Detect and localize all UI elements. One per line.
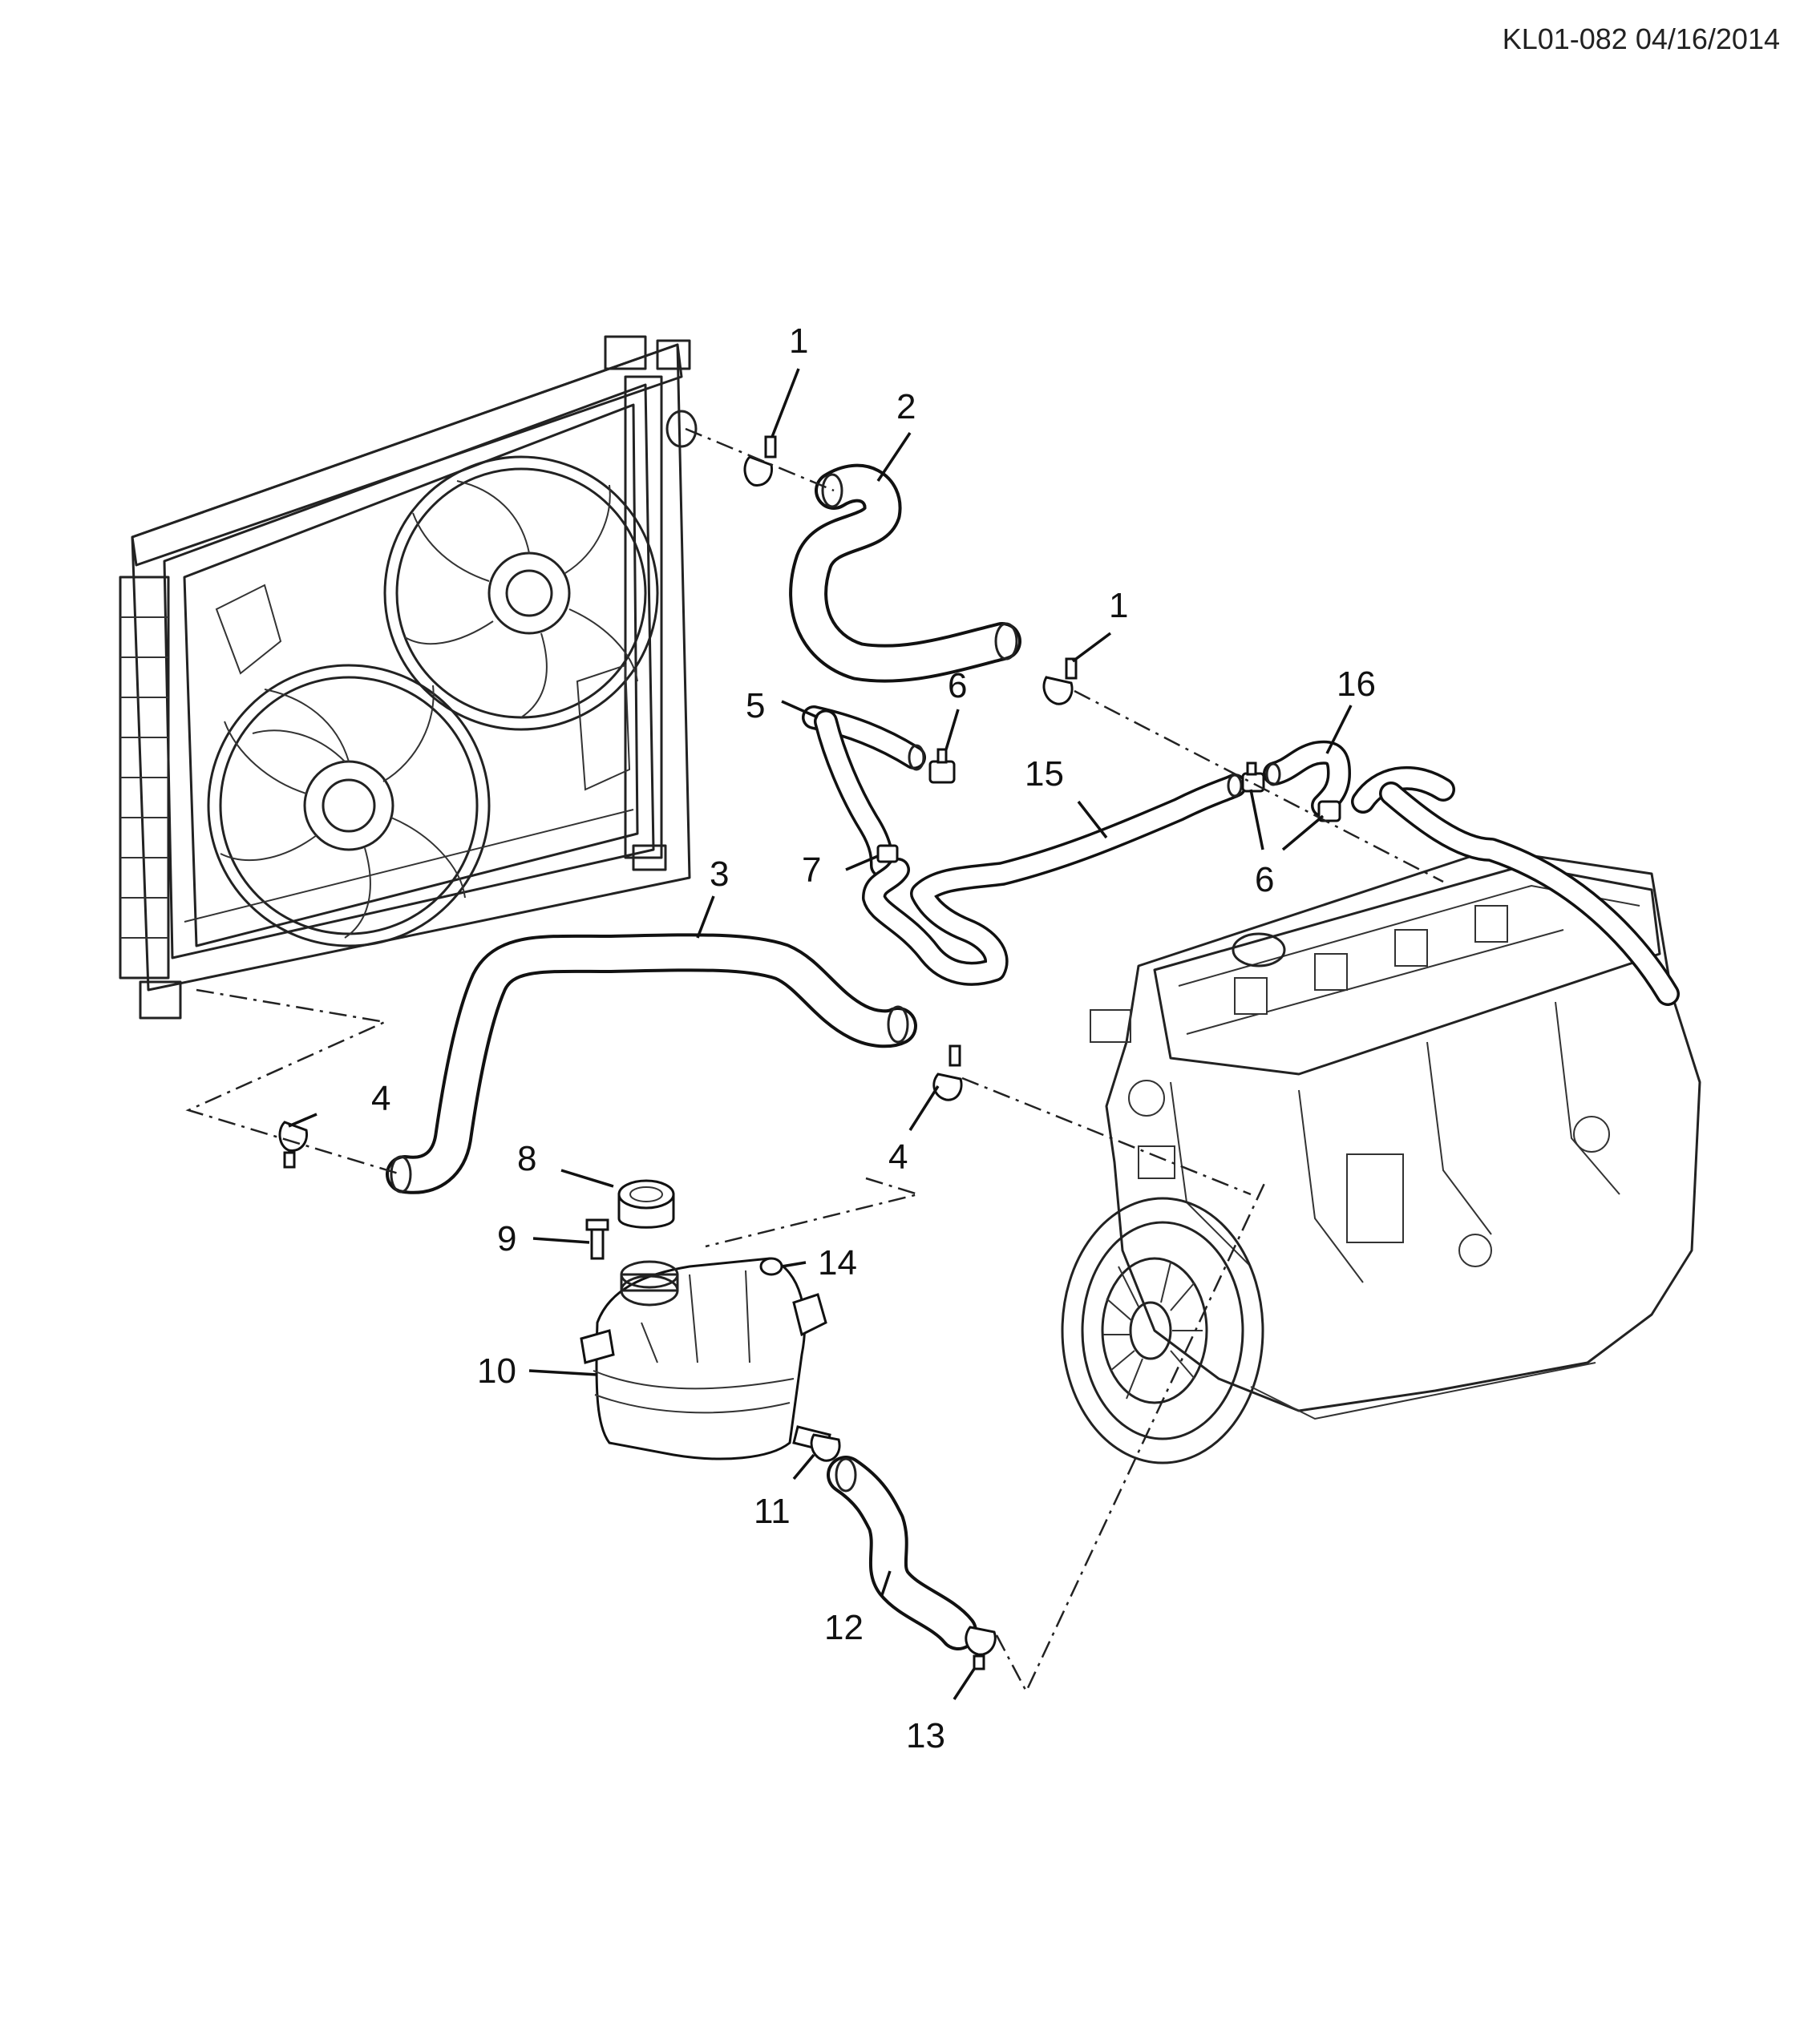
callout-15: 15	[1025, 754, 1064, 794]
hose-clamps	[278, 435, 1341, 1670]
callout-6-left: 6	[948, 666, 967, 705]
callout-11: 11	[754, 1492, 791, 1531]
heater-hose-5	[802, 705, 926, 878]
engine-assembly	[1061, 765, 1701, 1464]
connection-lines	[185, 427, 1444, 1694]
hose-15	[862, 774, 1247, 986]
callout-12: 12	[824, 1608, 864, 1647]
radiator-fan-assembly	[119, 335, 698, 1020]
surge-tank-cap	[617, 1179, 675, 1229]
callout-1-lower: 1	[1109, 586, 1128, 625]
lower-radiator-hose	[386, 933, 917, 1194]
callout-13: 13	[906, 1716, 945, 1755]
hose-16	[1263, 740, 1351, 818]
callout-10: 10	[477, 1351, 516, 1391]
diagram-code: KL01-082 04/16/2014	[1502, 22, 1780, 55]
callout-2: 2	[896, 387, 916, 426]
callout-4-right: 4	[888, 1137, 908, 1177]
bolt-9	[585, 1218, 609, 1260]
upper-radiator-hose	[789, 463, 1021, 683]
callout-leaders	[288, 368, 1353, 1700]
callout-9: 9	[497, 1219, 516, 1258]
callout-6-right: 6	[1255, 860, 1274, 899]
callout-5: 5	[746, 686, 765, 725]
callout-1-top: 1	[789, 321, 808, 361]
callout-labels: 1 2 1 6 5 16 15 7 6 3 4 4 8 9 14 10 11 1…	[371, 321, 1376, 1755]
callout-7: 7	[802, 850, 821, 890]
coolant-surge-tank	[580, 1257, 831, 1460]
callout-16: 16	[1337, 665, 1376, 704]
callout-8: 8	[517, 1139, 536, 1178]
callout-4-left: 4	[371, 1079, 390, 1118]
hose-12	[827, 1456, 977, 1650]
callout-14: 14	[818, 1243, 857, 1283]
callout-3: 3	[710, 854, 729, 894]
nut-14	[759, 1257, 783, 1276]
